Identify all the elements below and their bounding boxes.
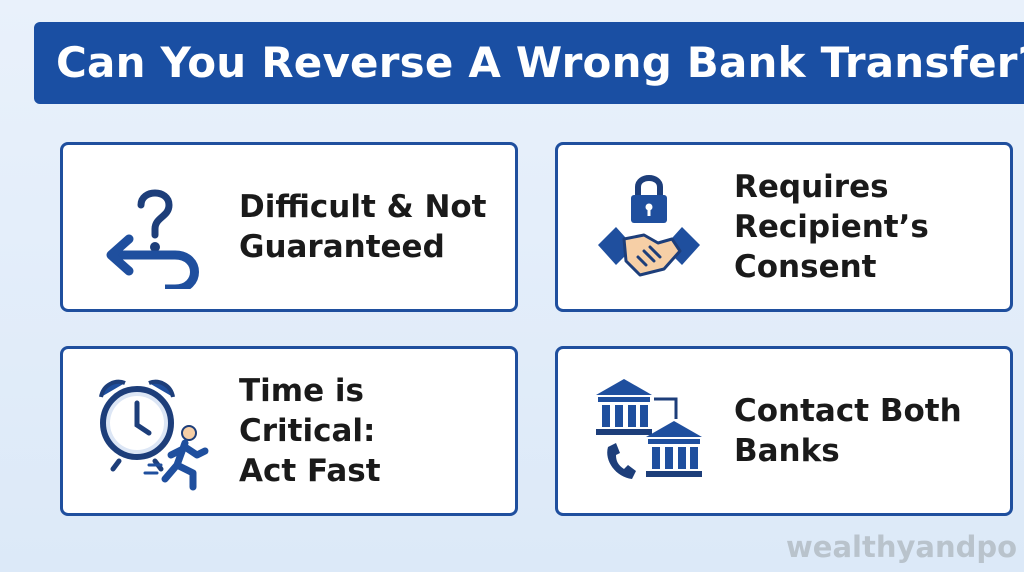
card-text-time-critical: Time is Critical: Act Fast xyxy=(239,373,381,489)
watermark: wealthyandpo xyxy=(786,530,1018,564)
card-consent: Requires Recipient’s Consent xyxy=(555,142,1013,312)
banks-phone-icon xyxy=(588,369,708,493)
title-banner: Can You Reverse A Wrong Bank Transfer? xyxy=(34,22,1024,104)
card-time-critical: Time is Critical: Act Fast xyxy=(60,346,518,516)
card-text-difficult: Difficult & Not Guaranteed xyxy=(239,189,487,265)
card-difficult: Difficult & Not Guaranteed xyxy=(60,142,518,312)
lock-handshake-icon xyxy=(588,165,708,289)
card-contact-banks: Contact Both Banks xyxy=(555,346,1013,516)
page-title: Can You Reverse A Wrong Bank Transfer? xyxy=(56,38,1024,87)
card-text-contact-banks: Contact Both Banks xyxy=(734,393,962,469)
question-undo-arrow-icon xyxy=(93,165,213,294)
alarm-clock-running-person-icon xyxy=(93,369,213,493)
card-text-consent: Requires Recipient’s Consent xyxy=(734,169,929,285)
